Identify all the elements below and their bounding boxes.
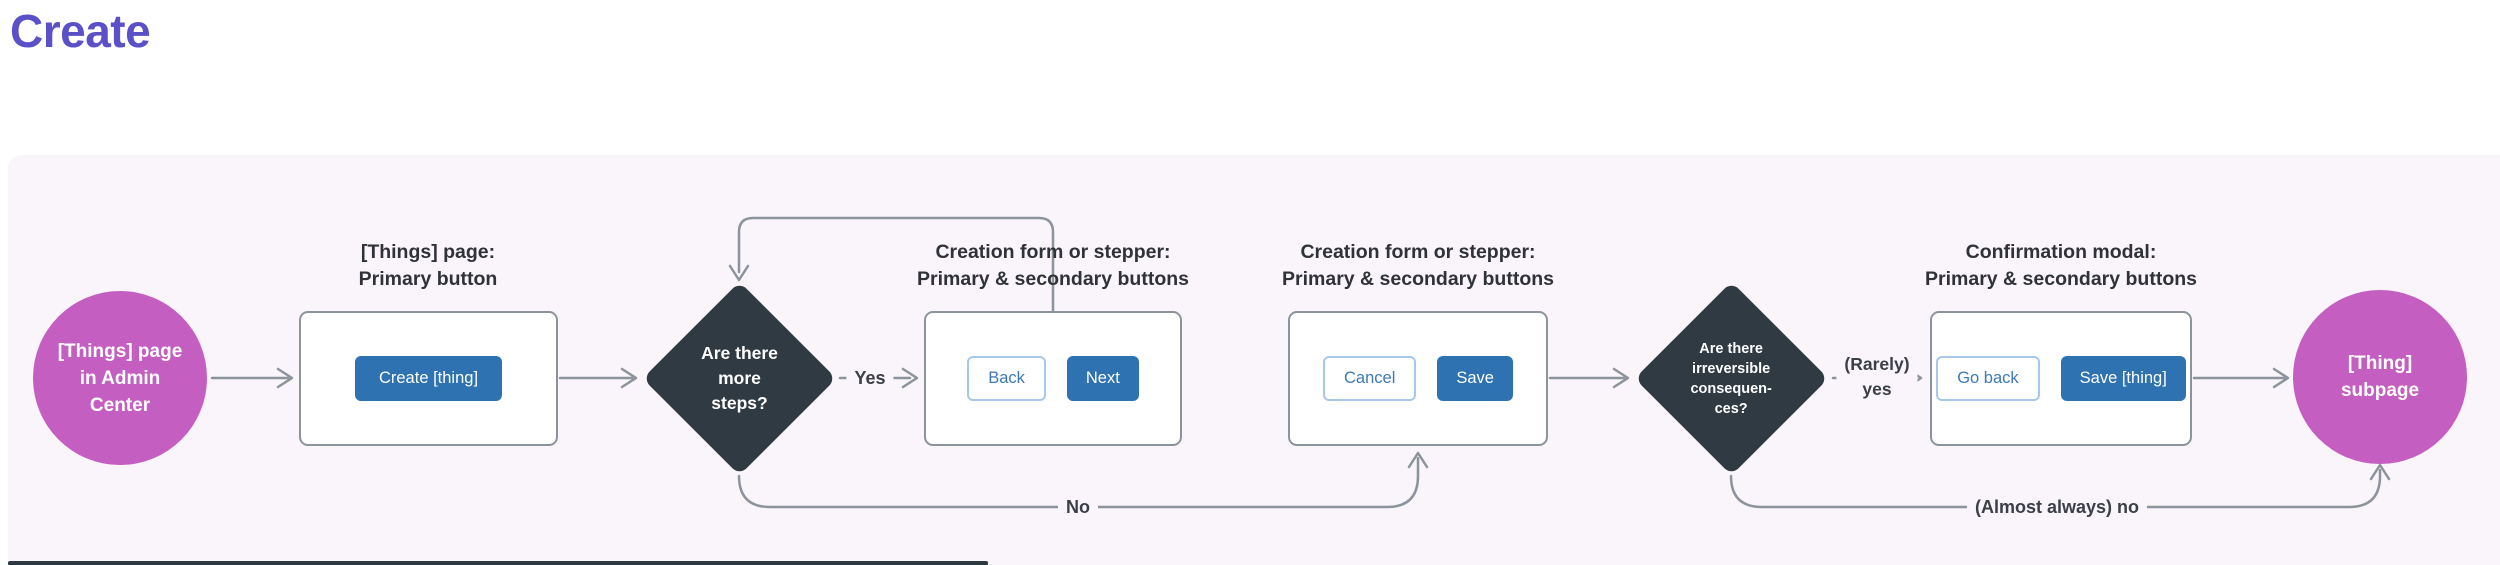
end-node-thing-subpage[interactable]: [Thing] subpage xyxy=(2293,290,2467,464)
save-thing-button[interactable]: Save [thing] xyxy=(2060,356,2186,401)
things-page-caption: [Things] page: Primary button xyxy=(358,241,498,290)
start-node-things-page-admin-center[interactable]: [Things] page in Admin Center xyxy=(33,291,207,465)
next-section-edge xyxy=(8,561,988,565)
edge-form-to-irreversible xyxy=(1548,367,1630,389)
confirmation-modal-caption: Confirmation modal: Primary & secondary … xyxy=(1925,241,2197,290)
edge-label-yes: Yes xyxy=(846,364,894,392)
edge-label-no: No xyxy=(1058,493,1098,521)
form-cancel-save-node[interactable]: Cancel Save xyxy=(1288,311,1548,446)
back-button[interactable]: Back xyxy=(967,356,1046,401)
edge-more-steps-no-to-form xyxy=(737,451,1429,509)
save-button[interactable]: Save xyxy=(1437,356,1513,401)
form-cancel-save-caption: Creation form or stepper: Primary & seco… xyxy=(1282,241,1554,290)
confirmation-modal-node[interactable]: Go back Save [thing] xyxy=(1930,311,2192,446)
edge-start-to-things-page xyxy=(210,367,294,389)
edge-irreversible-no-to-end xyxy=(1729,463,2391,509)
decision-more-steps-label: Are there more steps? xyxy=(701,343,778,413)
create-thing-button[interactable]: Create [thing] xyxy=(354,356,503,401)
decision-irreversible-label: Are there irreversible consequen- ces? xyxy=(1690,340,1773,417)
cancel-button[interactable]: Cancel xyxy=(1323,356,1417,401)
stepper-back-next-node[interactable]: Back Next xyxy=(924,311,1182,446)
stepper-back-next-caption: Creation form or stepper: Primary & seco… xyxy=(917,241,1189,290)
go-back-button[interactable]: Go back xyxy=(1936,356,2040,401)
things-page-node[interactable]: Create [thing] xyxy=(299,311,558,446)
page-title: Create xyxy=(10,5,151,57)
edge-label-rarely-yes: (Rarely) yes xyxy=(1836,352,1918,402)
edge-label-almost-always-no: (Almost always) no xyxy=(1966,493,2148,521)
edge-modal-to-end xyxy=(2192,367,2290,389)
next-button[interactable]: Next xyxy=(1066,356,1139,401)
edge-stepper-loop-back-to-more-steps xyxy=(728,216,1055,313)
edge-things-page-to-more-steps xyxy=(558,367,638,389)
